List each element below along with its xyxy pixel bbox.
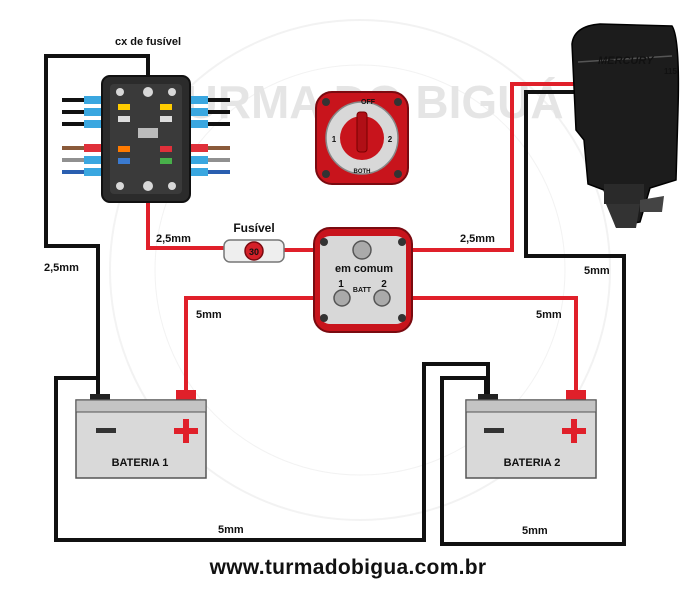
wire-fusebox-positive [146, 190, 230, 250]
terminal-2-label: 2 [381, 279, 387, 290]
switch-pos-1-label: 1 [332, 135, 337, 144]
battery-1-label: BATERIA 1 [112, 457, 169, 469]
wire-motor-negative [440, 90, 626, 546]
wire-label-fusebox-negative: 2,5mm [44, 262, 79, 274]
fuse-slots [118, 104, 172, 164]
battery-1-minus-icon [96, 428, 116, 433]
battery-switch-rear: em comum 1 2 BATT [313, 227, 413, 333]
wire-label-fusebox-positive: 2,5mm [156, 233, 191, 245]
common-label: em comum [335, 263, 393, 275]
battery-2-label: BATERIA 2 [504, 457, 561, 469]
batt-label: BATT [353, 287, 372, 294]
wire-label-negative-bottom-right: 5mm [522, 525, 548, 537]
inline-fuse: 30 Fusível [223, 221, 285, 263]
wire-fusebox-negative [44, 54, 150, 396]
wire-label-motor-negative: 5mm [584, 265, 610, 277]
battery-2-minus-icon [484, 428, 504, 433]
wire-battery2-positive [382, 296, 578, 396]
battery-2: BATERIA 2 [465, 390, 597, 479]
wire-label-motor-positive: 2,5mm [460, 233, 495, 245]
wire-label-battery2-positive: 5mm [536, 309, 562, 321]
motor-hp: 115 [664, 67, 677, 76]
motor-brand: MERCURY [598, 55, 655, 67]
wire-label-battery1-positive: 5mm [196, 309, 222, 321]
footer-url: www.turmadobigua.com.br [209, 556, 487, 579]
battery-1-plus-icon [174, 419, 198, 443]
fuse-box-leads-left [62, 96, 108, 176]
battery-switch-front: OFF 1 2 BOTH [315, 91, 409, 185]
fuse-rating: 30 [249, 247, 259, 257]
wire-negative-bridge [54, 362, 490, 542]
wire-battery1-positive [184, 296, 340, 396]
terminal-1-label: 1 [338, 279, 344, 290]
wire-motor-positive [380, 82, 590, 252]
fuse-box-label: cx de fusível [115, 36, 181, 48]
battery-1: BATERIA 1 [75, 390, 207, 479]
switch-off-label: OFF [361, 99, 376, 106]
battery-2-plus-icon [562, 419, 586, 443]
fuse-label: Fusível [233, 221, 274, 235]
switch-pos-2-label: 2 [388, 135, 393, 144]
switch-both-label: BOTH [354, 169, 371, 175]
fuse-box-leads-right [184, 96, 230, 176]
wire-label-negative-bottom-left: 5mm [218, 524, 244, 536]
fuse-box: cx de fusível [62, 36, 230, 203]
outboard-motor: MERCURY 115 [571, 23, 680, 228]
